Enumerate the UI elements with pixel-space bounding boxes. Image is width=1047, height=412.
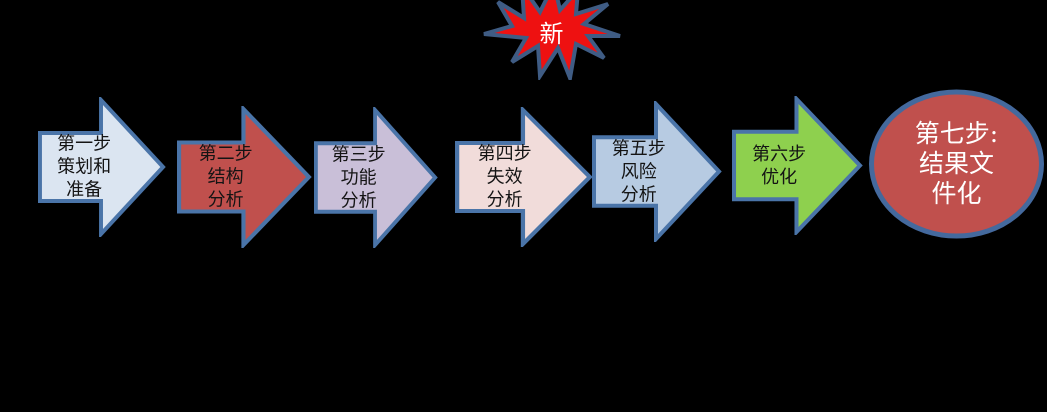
step-arrow-2: 第二步结构分析	[177, 106, 312, 248]
step-label: 第六步优化	[732, 143, 826, 189]
step-arrow-1: 第一步策划和准备	[38, 97, 166, 237]
step-label-line: 第一步	[57, 133, 112, 155]
starburst-icon	[483, 0, 621, 80]
step-label-line: 第四步	[477, 143, 532, 165]
step-arrow-5: 第五步风险分析	[592, 101, 722, 242]
block-arrow-icon	[38, 97, 166, 237]
block-arrow-icon	[592, 101, 722, 242]
step-label-line: 第二步	[198, 143, 253, 165]
step-label-line: 结构	[207, 166, 244, 188]
block-arrow-icon	[455, 107, 593, 247]
block-arrow-icon	[177, 106, 312, 248]
step-label-line: 第六步	[752, 143, 807, 165]
result-line-1: 第七步:	[914, 119, 999, 148]
step-arrow-6: 第六步优化	[732, 96, 863, 235]
new-badge-label: 新	[539, 20, 565, 48]
step-label-line: 分析	[620, 184, 657, 205]
step-label-line: 第三步	[331, 144, 386, 165]
new-starburst-badge: 新	[482, 0, 622, 80]
step-label: 第三步功能分析	[314, 143, 403, 212]
step-label-line: 失效	[486, 166, 523, 188]
step-arrow-3: 第三步功能分析	[314, 107, 438, 248]
step-label: 第二步结构分析	[177, 143, 274, 212]
step-label: 第五步风险分析	[592, 137, 686, 206]
step-label-line: 第五步	[611, 138, 666, 159]
step-label-line: 功能	[340, 167, 377, 188]
step-label-line: 策划和	[57, 156, 112, 178]
step-label: 第四步失效分析	[455, 143, 554, 212]
step-label-line: 风险	[620, 161, 657, 182]
result-line-2: 结果文	[918, 149, 994, 178]
step-label: 第一步策划和准备	[38, 133, 130, 202]
block-arrow-icon	[314, 107, 438, 248]
result-line-3: 件化	[931, 179, 982, 208]
step-label-line: 分析	[486, 189, 523, 211]
step-7-result-ellipse: 第七步: 结果文 件化	[868, 88, 1045, 240]
step-label-line: 优化	[761, 166, 798, 188]
step-arrow-4: 第四步失效分析	[455, 107, 593, 247]
step-label-line: 分析	[340, 190, 377, 211]
ellipse-icon	[869, 89, 1044, 239]
result-label: 第七步: 结果文 件化	[868, 119, 1045, 209]
block-arrow-icon	[732, 96, 863, 235]
step-label-line: 准备	[66, 179, 103, 201]
step-label-line: 分析	[207, 189, 244, 211]
